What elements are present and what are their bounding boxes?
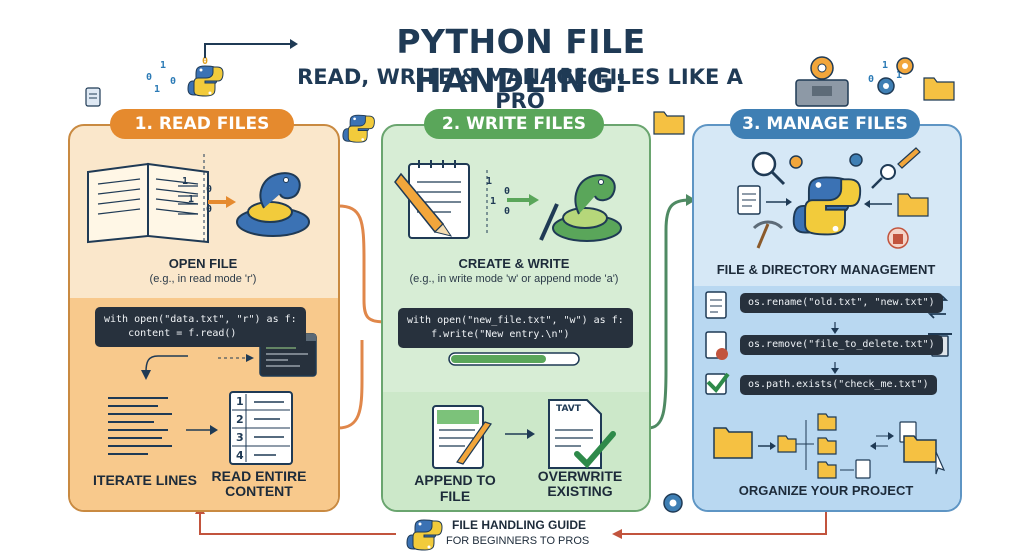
line-numbers: 1 2 3 4 bbox=[236, 395, 250, 467]
checkbox-check-icon bbox=[705, 372, 730, 395]
open-file-label: OPEN FILE bbox=[168, 256, 238, 271]
pencil-icon bbox=[897, 147, 921, 169]
code-line: content = f.read() bbox=[104, 328, 237, 339]
document-icon bbox=[705, 291, 727, 319]
line-number: 3 bbox=[236, 431, 244, 444]
line-number: 1 bbox=[236, 395, 244, 408]
write-lower-section bbox=[383, 392, 649, 510]
append-file-label: APPEND TO FILE bbox=[414, 472, 496, 504]
bit: 0 bbox=[146, 72, 153, 83]
bit: 0 bbox=[504, 186, 511, 197]
bit: 1 bbox=[882, 60, 889, 71]
footer-subtitle: FOR BEGINNERS TO PROS bbox=[446, 535, 590, 547]
bit: 1 bbox=[896, 70, 903, 81]
python-snake-icon bbox=[236, 172, 310, 237]
write-files-heading: 2. WRITE FILES bbox=[424, 109, 604, 139]
toolbox-gear-icon bbox=[795, 56, 849, 107]
notepad-pencil-icon bbox=[394, 160, 470, 239]
code-line: with open("new_file.txt", "w") as f: bbox=[407, 315, 624, 326]
bit: 0 bbox=[202, 56, 209, 67]
read-illustrations bbox=[87, 154, 317, 465]
line-number: 2 bbox=[236, 413, 244, 426]
overwrite-existing-label: OVERWRITE EXISTING bbox=[537, 468, 623, 499]
python-snake-icon bbox=[539, 174, 622, 242]
lines-list-icon bbox=[108, 397, 172, 455]
iterate-lines-label: ITERATE LINES bbox=[93, 472, 197, 488]
manage-files-heading: 3. MANAGE FILES bbox=[730, 109, 920, 139]
exists-command: os.path.exists("check_me.txt") bbox=[740, 375, 937, 395]
document-append-icon bbox=[432, 405, 492, 469]
folder-icon bbox=[923, 77, 955, 101]
python-logo-icon bbox=[342, 114, 375, 143]
bit: 1 bbox=[490, 196, 497, 207]
gear-icon bbox=[896, 57, 914, 75]
write-illustrations bbox=[394, 160, 622, 469]
document-delete-icon bbox=[705, 331, 728, 360]
folder-icon bbox=[897, 193, 929, 217]
pickaxe-icon bbox=[752, 220, 784, 249]
line-number: 4 bbox=[236, 449, 244, 462]
document-check-icon bbox=[548, 399, 616, 469]
page-title: PYTHON FILE HANDLING: bbox=[396, 22, 646, 100]
manage-illustrations bbox=[705, 147, 952, 479]
fdm-label: FILE & DIRECTORY MANAGEMENT bbox=[716, 262, 936, 277]
book-icon bbox=[87, 162, 209, 244]
gear-icon bbox=[663, 493, 683, 513]
create-write-sub: (e.g., in write mode 'w' or append mode … bbox=[409, 273, 619, 285]
overwrite-doc-text: TAVT bbox=[556, 404, 581, 414]
read-code-block: with open("data.txt", "r") as f: content… bbox=[95, 307, 306, 347]
page-subtitle: READ, WRITE & MANAGE FILES LIKE A PRO bbox=[297, 65, 743, 113]
write-code-block: with open("new_file.txt", "w") as f: f.w… bbox=[398, 308, 633, 348]
bit: 0 bbox=[206, 184, 213, 195]
bit: 0 bbox=[504, 206, 511, 217]
python-logo-icon bbox=[792, 176, 862, 236]
python-logo-icon bbox=[406, 519, 443, 551]
organize-label: ORGANIZE YOUR PROJECT bbox=[738, 483, 914, 498]
document-icon bbox=[85, 87, 101, 107]
bit: 1 bbox=[188, 194, 195, 205]
footer-title: FILE HANDLING GUIDE bbox=[452, 518, 586, 532]
bit: 1 bbox=[182, 176, 189, 187]
code-line: f.write("New entry.\n") bbox=[407, 329, 570, 340]
trash-icon bbox=[887, 227, 909, 249]
document-icon bbox=[737, 185, 761, 215]
open-file-sub: (e.g., in read mode 'r') bbox=[149, 273, 257, 285]
create-write-label: CREATE & WRITE bbox=[458, 256, 570, 271]
magnifier-icon bbox=[751, 151, 786, 186]
bit: 0 bbox=[868, 74, 875, 85]
numbered-document-icon bbox=[229, 391, 293, 465]
gear-icon bbox=[789, 155, 803, 169]
search-document-icon bbox=[871, 164, 896, 189]
remove-command: os.remove("file_to_delete.txt") bbox=[740, 335, 943, 355]
rename-command: os.rename("old.txt", "new.txt") bbox=[740, 293, 943, 313]
progress-bar bbox=[448, 352, 580, 366]
code-line: with open("data.txt", "r") as f: bbox=[104, 314, 297, 325]
python-logo-icon bbox=[187, 65, 224, 97]
bit: 1 bbox=[160, 60, 167, 71]
read-files-heading: 1. READ FILES bbox=[110, 109, 294, 139]
folder-tree-icon bbox=[713, 413, 946, 479]
bit: 1 bbox=[154, 84, 161, 95]
gear-icon bbox=[877, 77, 895, 95]
bit: 0 bbox=[170, 76, 177, 87]
folder-icon bbox=[653, 111, 685, 135]
bit: 0 bbox=[206, 204, 213, 215]
read-entire-label: READ ENTIRE CONTENT bbox=[211, 468, 307, 499]
bit: 1 bbox=[486, 176, 493, 187]
gear-icon bbox=[849, 153, 863, 167]
